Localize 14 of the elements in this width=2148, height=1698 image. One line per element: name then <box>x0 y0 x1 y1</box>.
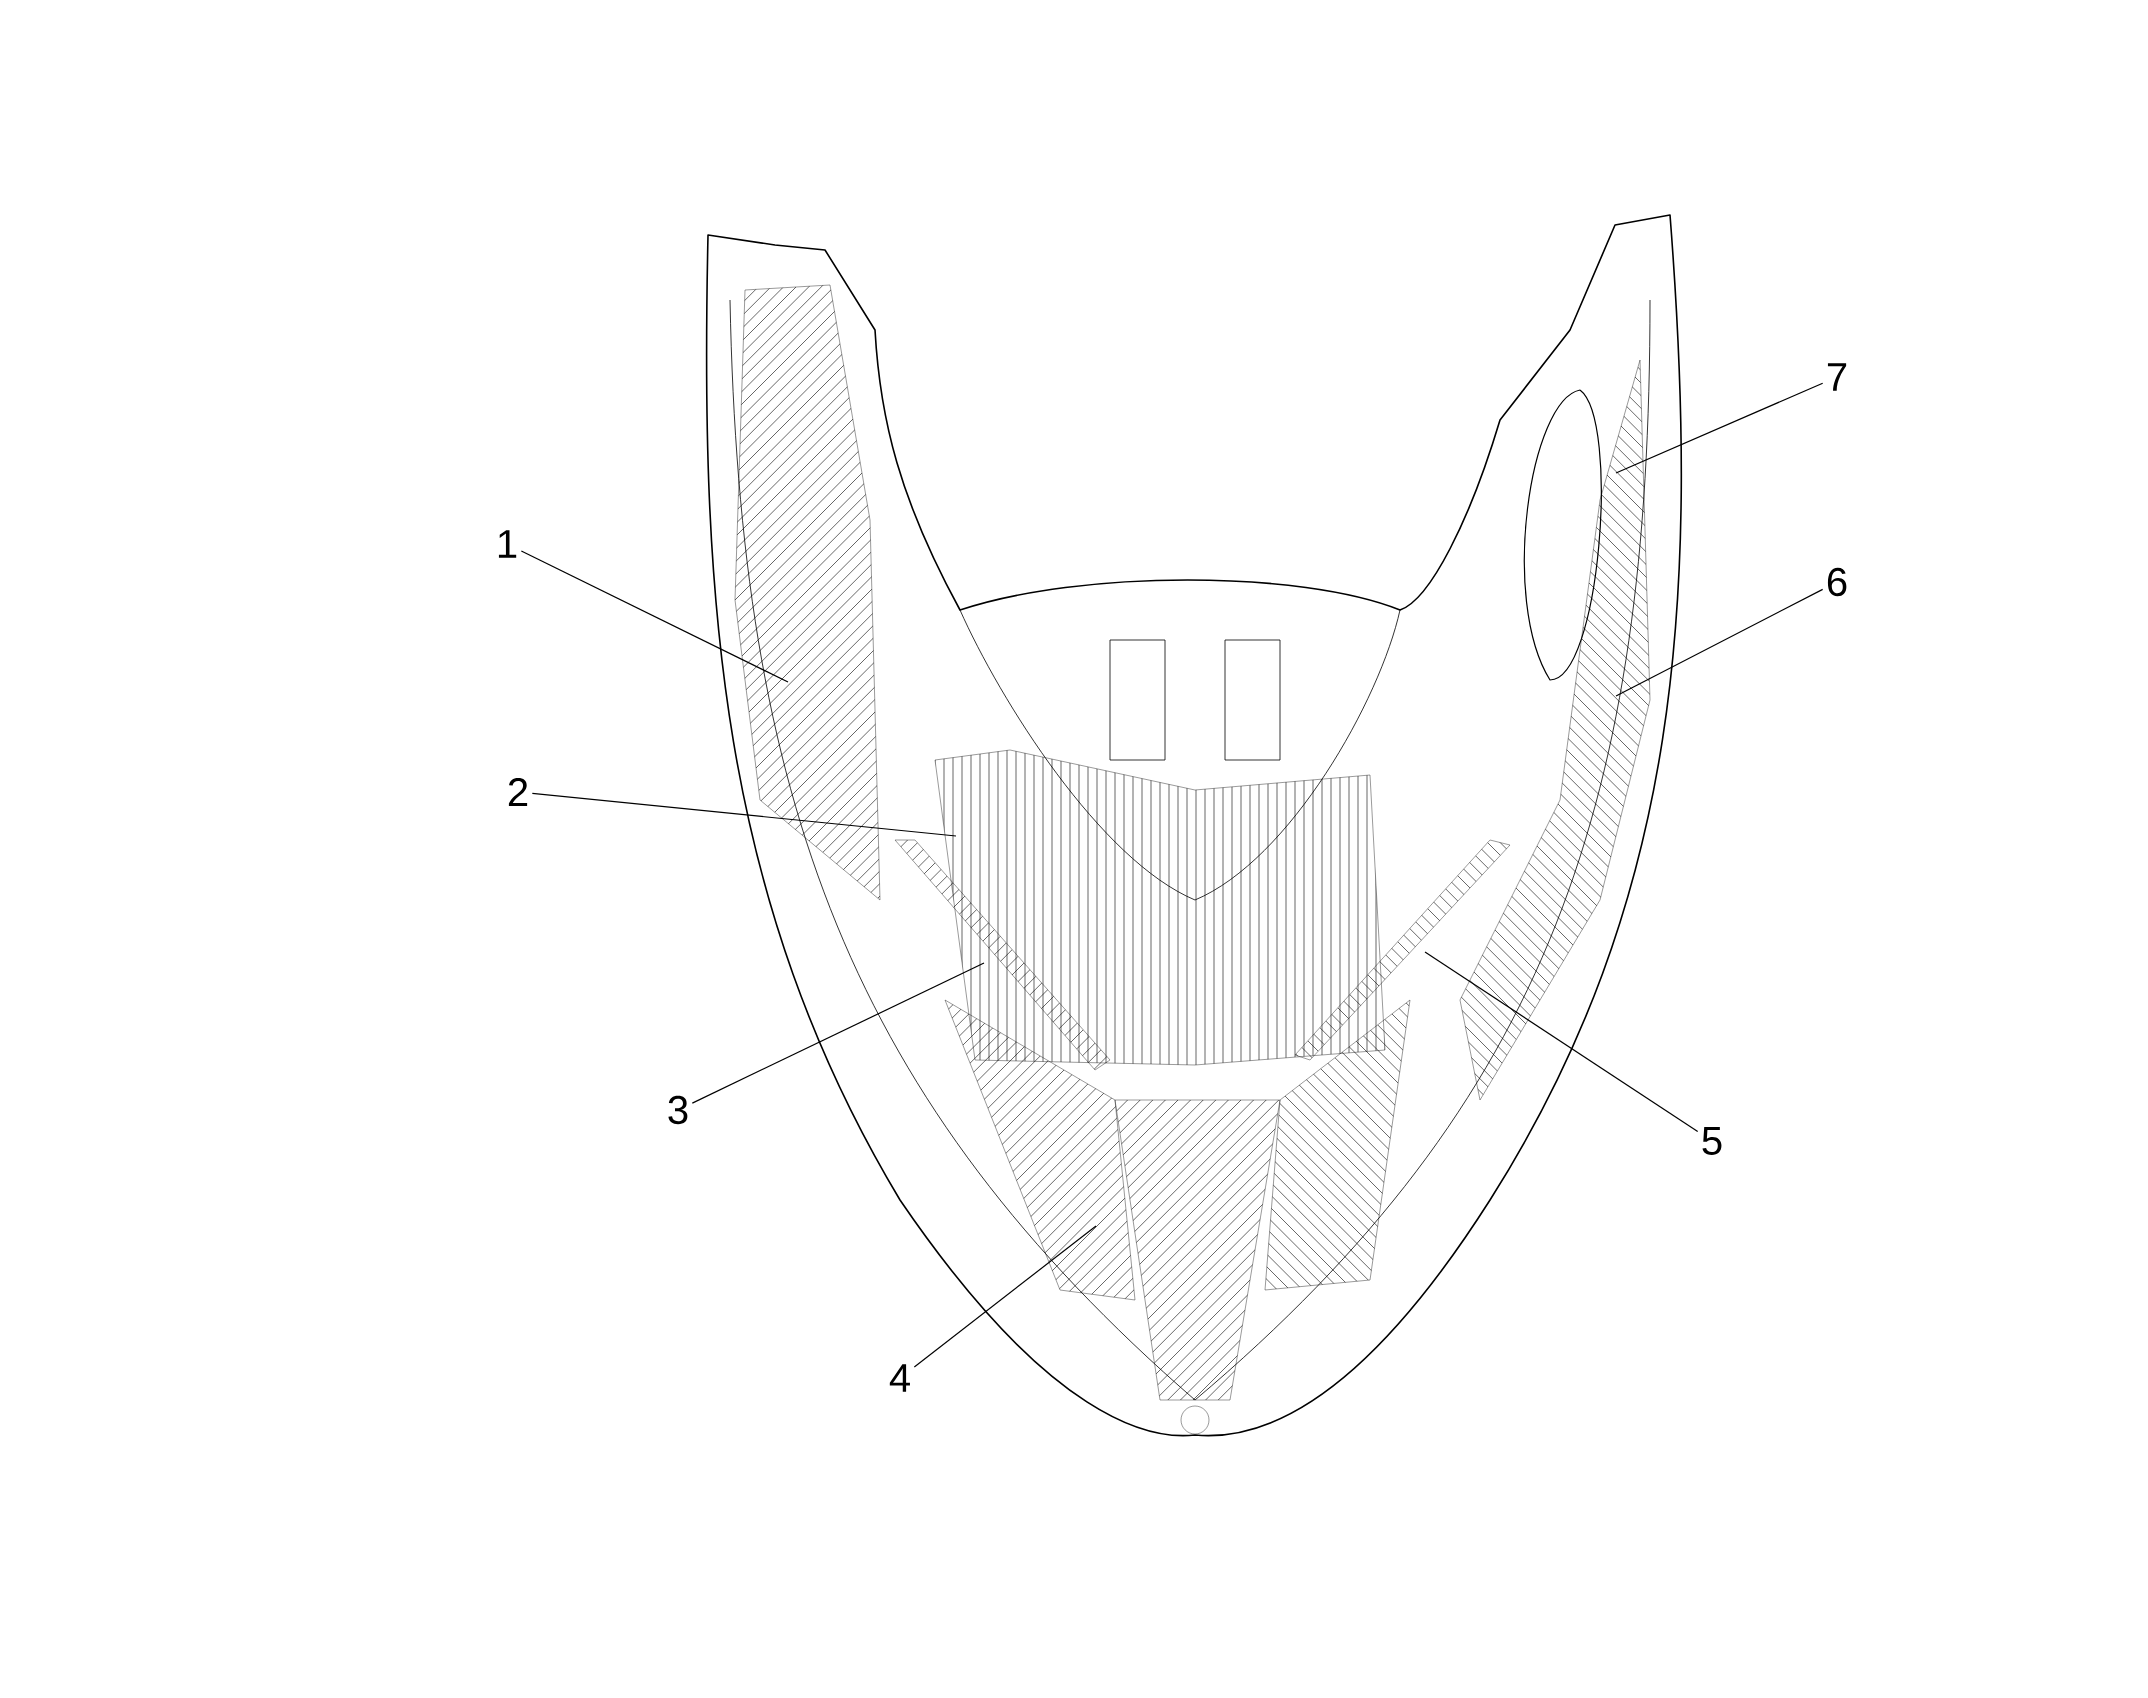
callout-number: 2 <box>508 778 528 806</box>
leader-line <box>691 962 985 1104</box>
leader-line <box>1615 382 1824 474</box>
callout-number: 6 <box>1827 567 1847 597</box>
callout-number: 1 <box>498 530 517 558</box>
leader-line <box>1424 951 1699 1133</box>
leader-line <box>520 550 789 683</box>
leader-line <box>1615 588 1824 697</box>
leader-line <box>531 792 957 837</box>
callout-number: 7 <box>1827 363 1847 391</box>
leader-line <box>913 1225 1097 1368</box>
callout-number: 4 <box>889 1364 910 1392</box>
callout-number: 3 <box>668 1095 688 1125</box>
callout-number: 5 <box>1702 1127 1722 1155</box>
